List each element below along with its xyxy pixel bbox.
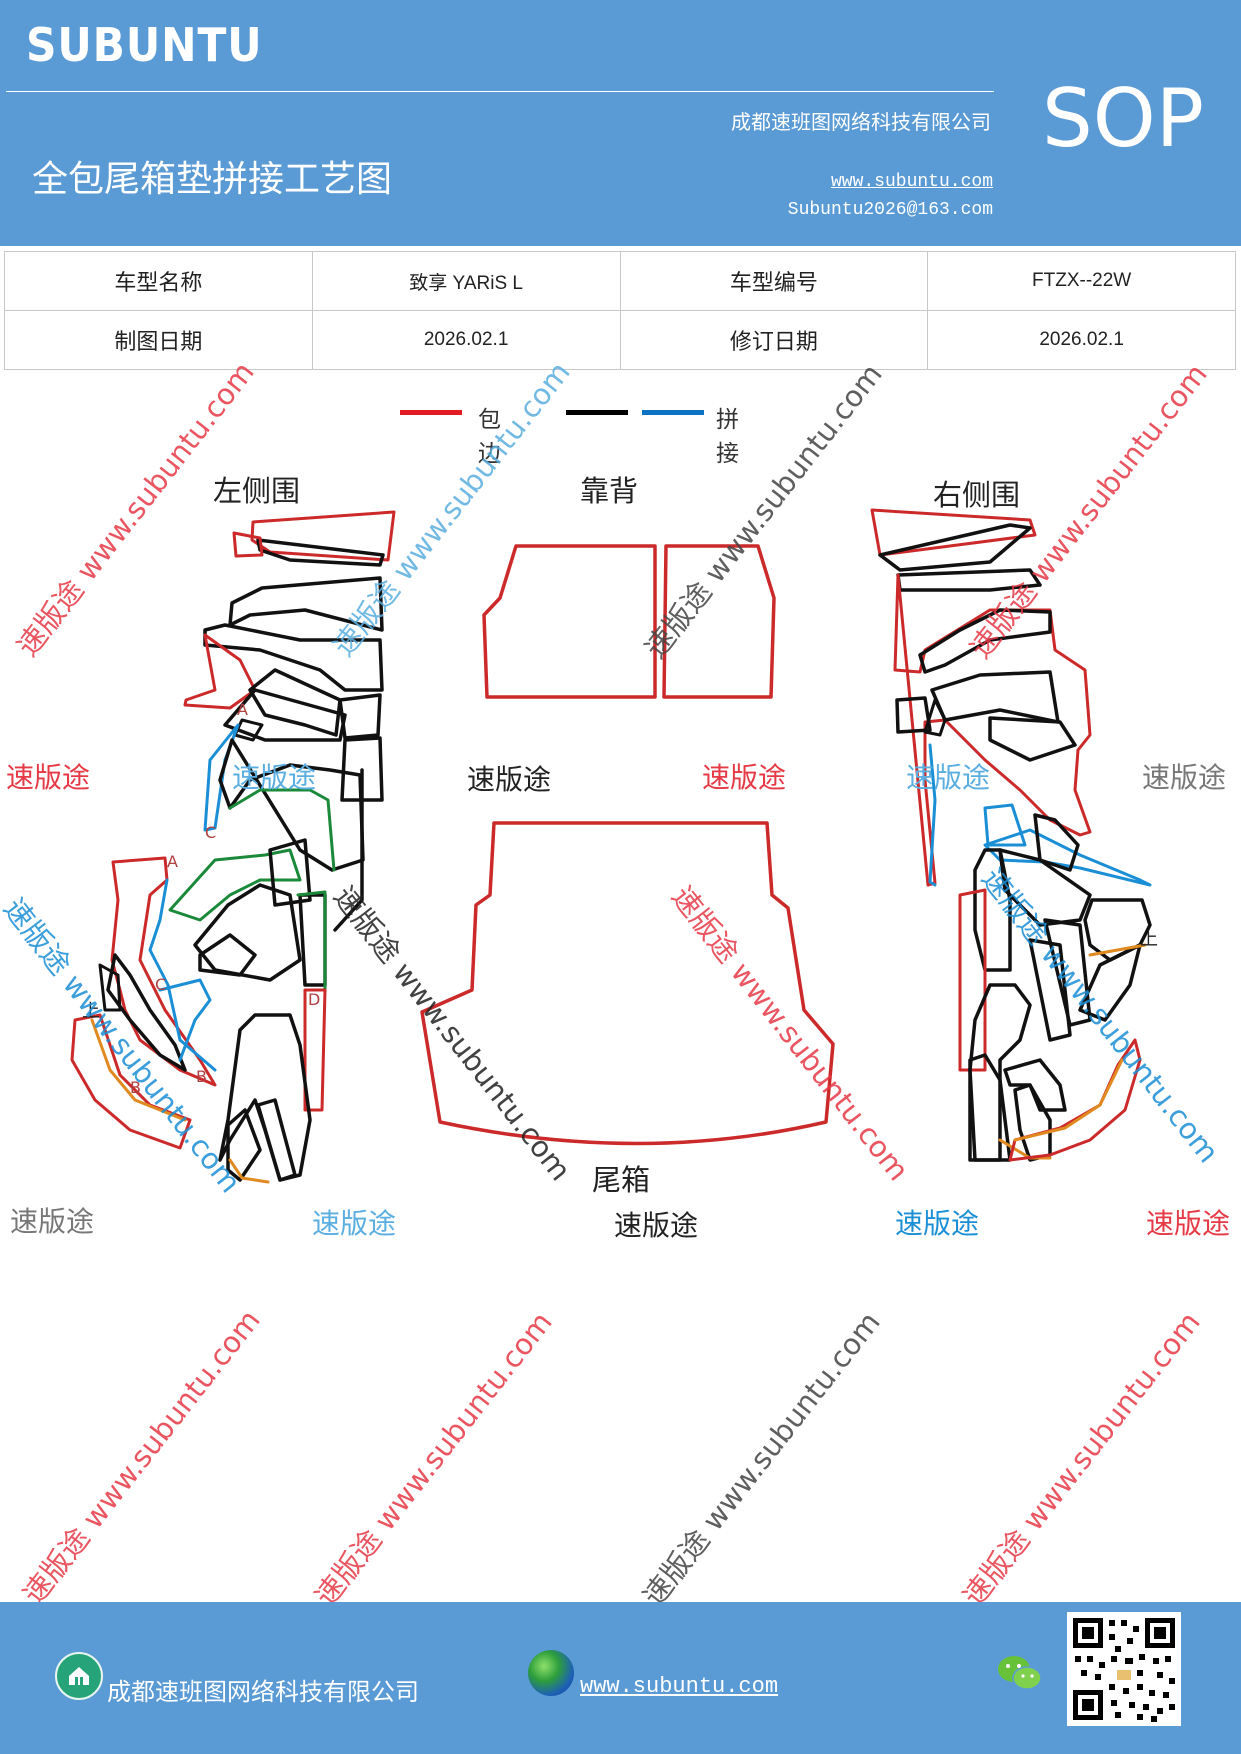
globe-icon (528, 1650, 574, 1696)
label-backrest: 靠背 (580, 474, 639, 508)
brand-logo: SUBUNTU (26, 18, 263, 72)
header-banner (0, 0, 1241, 246)
website-link[interactable]: www.subuntu.com (830, 172, 993, 192)
page-title: 全包尾箱垫拼接工艺图 (32, 159, 393, 200)
legend-label-splice: 拼接 (716, 407, 739, 467)
watermark-word: 速版途 (614, 1209, 699, 1242)
mark-d: D (308, 990, 321, 1009)
watermark-word: 速版途 (1142, 761, 1227, 794)
table-row: 车型名称 致享 YARiS L 车型编号 FTZX--22W (4, 251, 1236, 311)
mark-c-lower: C (155, 975, 167, 994)
label-trunk: 尾箱 (592, 1163, 651, 1197)
watermark-word: 速版途 (895, 1207, 980, 1240)
backrest-right-panel (662, 544, 776, 699)
model-name-value: 致享 YARiS L (311, 251, 621, 311)
mark-b-left: B (130, 1078, 141, 1097)
revise-date-label: 修订日期 (619, 310, 929, 370)
table-row: 制图日期 2026.02.1 修订日期 2026.02.1 (4, 310, 1236, 370)
home-icon (55, 1652, 103, 1700)
backrest-left-panel (482, 544, 657, 699)
mark-up-right: 上 (1140, 929, 1158, 950)
revise-date-value: 2026.02.1 (927, 310, 1236, 370)
mark-c-upper: C (205, 823, 217, 842)
company-name: 成都速班图网络科技有限公司 (731, 110, 991, 134)
legend-swatch-blue (642, 410, 704, 415)
trunk-floor-panel (420, 821, 835, 1146)
footer-website-link[interactable]: www.subuntu.com (580, 1674, 779, 1699)
watermark-word: 速版途 (232, 761, 317, 794)
model-name-label: 车型名称 (4, 251, 313, 311)
watermark-word: 速版途 (10, 1205, 95, 1238)
watermark-word: 速版途 (312, 1207, 397, 1240)
legend-label-hem: 包边 (478, 407, 501, 467)
model-code-value: FTZX--22W (927, 251, 1236, 311)
draw-date-value: 2026.02.1 (311, 310, 621, 370)
watermark-word: 速版途 (1146, 1207, 1231, 1240)
watermark-word: 速版途 (6, 761, 91, 794)
label-left-side: 左侧围 (213, 474, 301, 508)
info-table: 车型名称 致享 YARiS L 车型编号 FTZX--22W 制图日期 2026… (4, 251, 1236, 370)
mark-b-right: B (196, 1067, 207, 1086)
mark-a-upper: A (237, 700, 248, 719)
sop-label: SOP (1042, 72, 1204, 165)
model-code-label: 车型编号 (619, 251, 929, 311)
mark-up-left: 上 (82, 1001, 100, 1022)
wechat-icon[interactable] (996, 1652, 1044, 1696)
header-divider (6, 91, 994, 92)
watermark-word: 速版途 (702, 761, 787, 794)
draw-date-label: 制图日期 (4, 310, 313, 370)
watermark-word: 速版途 (906, 761, 991, 794)
watermark-word: 速版途 (467, 763, 552, 796)
right-side-pieces (870, 508, 1152, 1162)
legend-swatch-red (400, 410, 462, 415)
mark-a-lower: A (167, 852, 178, 871)
footer-company: 成都速班图网络科技有限公司 (107, 1678, 419, 1706)
label-right-side: 右侧围 (933, 478, 1021, 512)
qr-code (1067, 1612, 1181, 1726)
email-address: Subuntu2026@163.com (787, 200, 993, 220)
legend-swatch-black (566, 410, 628, 415)
left-side-pieces (70, 510, 396, 1184)
